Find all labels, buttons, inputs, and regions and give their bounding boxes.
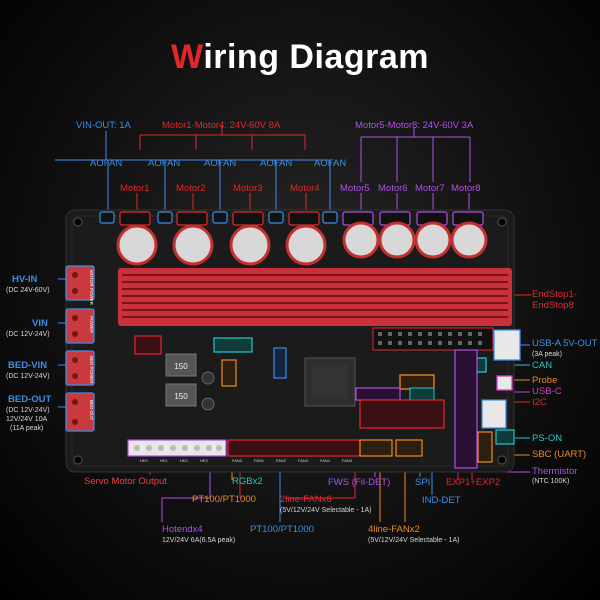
bed-out-silk: BED-OUT — [89, 400, 94, 421]
title-rest: iring Diagram — [203, 38, 429, 76]
fan2-line-label: 2line-FANx6 — [280, 494, 332, 505]
i2c-label: I2C — [532, 397, 547, 408]
can-label: CAN — [532, 360, 553, 371]
ps-on-label: PS-ON — [532, 433, 563, 444]
title-accent-letter: W — [171, 38, 204, 76]
fan3-silk: FAN3 — [298, 458, 309, 463]
fan2-silk: FAN2 — [276, 458, 287, 463]
motor8-label: Motor8 — [451, 183, 481, 194]
usb-a-spec: (3A peak) — [532, 351, 562, 358]
vin-spec: (DC 12V-24V) — [6, 331, 50, 338]
inductor-value-1: 150 — [174, 362, 188, 371]
fan4-line-spec: (5V/12V/24V Selectable - 1A) — [368, 537, 460, 544]
hotend-leader — [161, 462, 211, 522]
fan2-line-spec: (5V/12V/24V Selectable - 1A) — [280, 507, 372, 514]
bed-out-label: BED-OUT — [8, 394, 52, 405]
endstop-label-2: EndStop8 — [532, 300, 574, 311]
rgb-label: RGBx2 — [232, 476, 263, 487]
probe-label: Probe — [532, 375, 558, 386]
aofan-label-2: AOFAN — [148, 158, 181, 169]
aofan-leaders — [107, 166, 331, 214]
fan1-silk: FAN1 — [254, 458, 265, 463]
motor2-label: Motor2 — [176, 183, 206, 194]
pt-sensor-a-label: PT100/PT1000 — [192, 494, 256, 505]
thermistor-spec: (NTC 100K) — [532, 478, 570, 485]
hv-in-label: HV-IN — [12, 274, 38, 285]
ind-det-label: IND-DET — [422, 495, 461, 506]
fan0-silk: FAN0 — [232, 458, 243, 463]
fan4-silk: FAN4 — [320, 458, 331, 463]
motor3-label: Motor3 — [233, 183, 263, 194]
motor1-label: Motor1 — [120, 183, 150, 194]
aofan-label-4: AOFAN — [260, 158, 293, 169]
motor4-label: Motor4 — [290, 183, 320, 194]
motor5-8-spec-label: Motor5-Motor8: 24V-60V 3A — [355, 120, 474, 131]
usb-c-label: USB-C — [532, 386, 562, 397]
he3-silk: HE3 — [200, 458, 209, 463]
hotend-spec: 12V/24V 6A(6.5A peak) — [162, 537, 236, 544]
motor1-4-leader — [139, 125, 306, 150]
motor7-label: Motor7 — [415, 183, 445, 194]
power-silk: POWER — [89, 316, 94, 334]
inductor-value-2: 150 — [174, 392, 188, 401]
motor1-4-drops — [136, 193, 307, 212]
aofan-label-3: AOFAN — [204, 158, 237, 169]
bed-vin-label: BED-VIN — [8, 360, 48, 371]
fan4-line-label: 4line-FANx2 — [368, 524, 420, 535]
vin-label: VIN — [32, 318, 48, 329]
bed-power-silk: BED POWER — [89, 356, 94, 384]
motor1-4-spec-label: Motor1-Motor4: 24V-60V 8A — [162, 120, 281, 131]
fan5-silk: FAN5 — [342, 458, 353, 463]
motor-power-silk: MOTOR POWER — [89, 270, 94, 306]
fws-label: FWS (Fil-DET) — [328, 477, 391, 488]
page-title: Wiring Diagram — [0, 38, 600, 77]
bed-out-spec-1: (DC 12V-24V) — [6, 407, 50, 414]
hv-in-spec: (DC 24V-60V) — [6, 287, 50, 294]
vin-out-label: VIN-OUT: 1A — [76, 120, 131, 131]
sbc-uart-label: SBC (UART) — [532, 449, 587, 460]
spi-label: SPI — [415, 477, 431, 488]
hotend-label: Hotendx4 — [162, 524, 203, 535]
he2-silk: HE2 — [180, 458, 189, 463]
motor5-8-leader — [360, 127, 471, 182]
endstop-label-1: EndStop1- — [532, 289, 577, 300]
he0-silk: HE0 — [140, 458, 149, 463]
usb-a-label: USB-A 5V-OUT — [532, 338, 598, 349]
exp-label: EXP1+EXP2 — [446, 477, 501, 488]
bed-out-spec-2: 12V/24V 10A — [6, 416, 48, 423]
motor5-label: Motor5 — [340, 183, 370, 194]
control-board: MOTOR POWER POWER BED POWER BED-OUT 150 … — [65, 209, 521, 473]
aofan-label-1: AOFAN — [90, 158, 123, 169]
he1-silk: HE1 — [160, 458, 169, 463]
left-power-leaders — [58, 278, 66, 408]
servo-output-label: Servo Motor Output — [84, 476, 167, 487]
bed-out-spec-3: (11A peak) — [10, 425, 44, 432]
thermistor-label: Thermistor — [532, 466, 578, 477]
aofan-label-5: AOFAN — [314, 158, 347, 169]
motor6-label: Motor6 — [378, 183, 408, 194]
motor5-8-drops — [360, 193, 470, 212]
bed-vin-spec: (DC 12V-24V) — [6, 373, 50, 380]
pt-sensor-b-label: PT100/PT1000 — [250, 524, 314, 535]
